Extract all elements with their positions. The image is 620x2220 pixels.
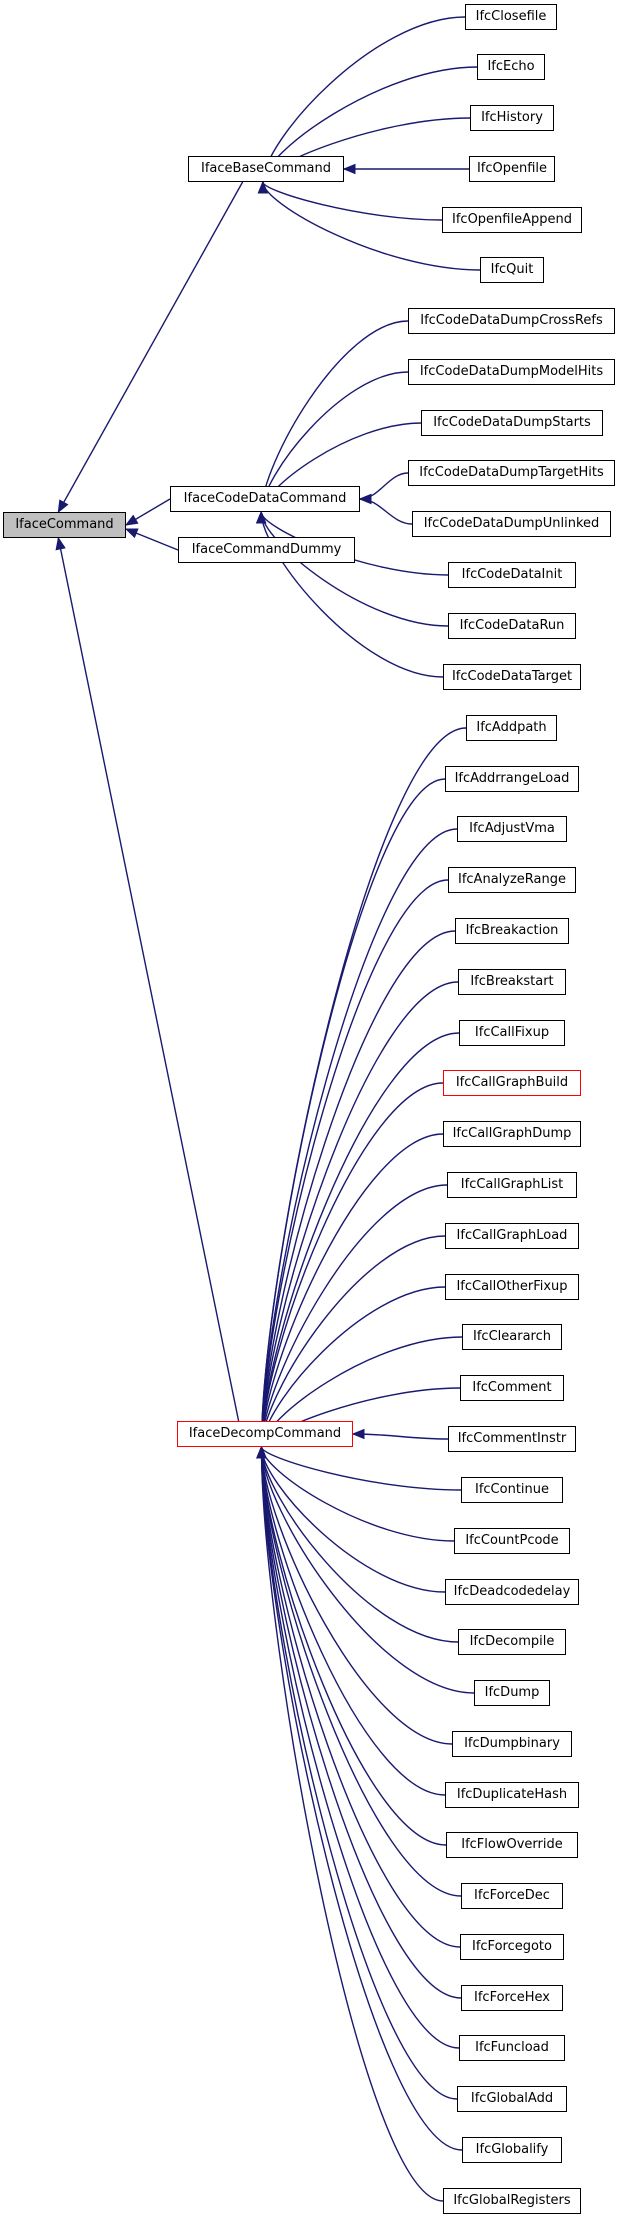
edge-ifc-code-data-dump-unlinked-arrowhead bbox=[358, 493, 372, 505]
node-ifc-breakstart[interactable]: IfcBreakstart bbox=[458, 969, 566, 995]
edge-iface-command-dummy-arrowhead bbox=[124, 528, 139, 539]
node-ifc-deadcodedelay[interactable]: IfcDeadcodedelay bbox=[445, 1579, 579, 1605]
edge-ifc-comment-instr-arrowhead bbox=[351, 1428, 365, 1440]
edge-ifc-continue bbox=[260, 1446, 462, 1491]
node-ifc-quit[interactable]: IfcQuit bbox=[480, 257, 544, 283]
edge-ifc-call-graph-list bbox=[260, 1184, 448, 1448]
edge-iface-code-data-command-arrowhead bbox=[124, 514, 139, 526]
edge-ifc-code-data-dump-unlinked bbox=[359, 498, 413, 525]
edge-iface-base-command-arrowhead bbox=[57, 499, 69, 514]
edge-ifc-call-graph-build bbox=[260, 1082, 444, 1448]
edge-ifc-forcegoto bbox=[260, 1446, 461, 1948]
edge-ifc-openfile-append bbox=[262, 181, 443, 221]
edge-ifc-decompile bbox=[260, 1446, 459, 1643]
edge-ifc-funcload bbox=[260, 1446, 460, 2049]
edge-iface-base-command bbox=[57, 181, 244, 513]
node-ifc-funcload[interactable]: IfcFuncload bbox=[459, 2035, 565, 2061]
node-ifc-adjust-vma[interactable]: IfcAdjustVma bbox=[457, 816, 567, 842]
node-ifc-global-registers[interactable]: IfcGlobalRegisters bbox=[443, 2188, 581, 2214]
edge-ifc-quit bbox=[262, 181, 481, 271]
node-ifc-dump[interactable]: IfcDump bbox=[474, 1680, 550, 1706]
node-ifc-code-data-dump-unlinked[interactable]: IfcCodeDataDumpUnlinked bbox=[412, 511, 611, 537]
node-ifc-breakaction[interactable]: IfcBreakaction bbox=[455, 918, 569, 944]
node-ifc-code-data-run[interactable]: IfcCodeDataRun bbox=[448, 613, 576, 639]
node-ifc-dumpbinary[interactable]: IfcDumpbinary bbox=[452, 1731, 572, 1757]
node-ifc-comment-instr[interactable]: IfcCommentInstr bbox=[448, 1426, 576, 1452]
edge-ifc-code-data-target bbox=[260, 511, 444, 678]
edge-ifc-code-data-dump-target-hits bbox=[359, 472, 409, 500]
edge-ifc-breakstart bbox=[260, 981, 459, 1448]
node-ifc-global-add[interactable]: IfcGlobalAdd bbox=[457, 2086, 567, 2112]
node-ifc-force-dec[interactable]: IfcForceDec bbox=[461, 1883, 563, 1909]
node-ifc-addrrange-load[interactable]: IfcAddrrangeLoad bbox=[445, 766, 579, 792]
node-iface-decomp-command[interactable]: IfaceDecompCommand bbox=[177, 1421, 353, 1447]
node-ifc-analyze-range[interactable]: IfcAnalyzeRange bbox=[448, 867, 576, 893]
node-iface-command-dummy[interactable]: IfaceCommandDummy bbox=[178, 537, 355, 563]
edge-ifc-analyze-range bbox=[260, 879, 449, 1448]
edge-ifc-deadcodedelay bbox=[260, 1446, 446, 1593]
node-ifc-closefile[interactable]: IfcClosefile bbox=[465, 4, 557, 30]
edge-ifc-breakaction bbox=[260, 930, 456, 1448]
node-ifc-cleararch[interactable]: IfcCleararch bbox=[462, 1324, 562, 1350]
edge-ifc-globalify bbox=[260, 1446, 463, 2151]
edge-ifc-addrrange-load bbox=[260, 778, 446, 1448]
node-ifc-call-graph-load[interactable]: IfcCallGraphLoad bbox=[445, 1223, 579, 1249]
edge-ifc-openfile-arrowhead bbox=[342, 163, 356, 175]
edge-ifc-dumpbinary bbox=[260, 1446, 453, 1745]
node-ifc-history[interactable]: IfcHistory bbox=[470, 105, 554, 131]
node-ifc-force-hex[interactable]: IfcForceHex bbox=[461, 1985, 563, 2011]
node-ifc-comment[interactable]: IfcComment bbox=[460, 1375, 564, 1401]
node-ifc-call-graph-dump[interactable]: IfcCallGraphDump bbox=[443, 1121, 581, 1147]
node-ifc-openfile[interactable]: IfcOpenfile bbox=[469, 156, 555, 182]
edge-ifc-force-dec bbox=[260, 1446, 462, 1897]
node-ifc-addpath[interactable]: IfcAddpath bbox=[466, 715, 557, 741]
node-ifc-echo[interactable]: IfcEcho bbox=[477, 54, 545, 80]
edge-iface-decomp-command-arrowhead bbox=[55, 536, 66, 551]
node-ifc-globalify[interactable]: IfcGlobalify bbox=[462, 2137, 562, 2163]
node-ifc-code-data-init[interactable]: IfcCodeDataInit bbox=[448, 562, 576, 588]
edge-ifc-global-add bbox=[260, 1446, 458, 2100]
node-ifc-call-fixup[interactable]: IfcCallFixup bbox=[459, 1020, 565, 1046]
node-ifc-code-data-dump-starts[interactable]: IfcCodeDataDumpStarts bbox=[421, 410, 603, 436]
edge-ifc-comment-instr bbox=[352, 1433, 449, 1440]
node-iface-code-data-command[interactable]: IfaceCodeDataCommand bbox=[170, 486, 360, 512]
node-iface-base-command[interactable]: IfaceBaseCommand bbox=[188, 156, 344, 182]
node-ifc-call-other-fixup[interactable]: IfcCallOtherFixup bbox=[445, 1274, 579, 1300]
edge-ifc-adjust-vma bbox=[260, 828, 458, 1448]
node-ifc-code-data-dump-model-hits[interactable]: IfcCodeDataDumpModelHits bbox=[408, 359, 615, 385]
edge-ifc-global-registers bbox=[260, 1446, 444, 2202]
edge-ifc-global-registers-arrowhead bbox=[256, 1445, 267, 1459]
edge-ifc-call-graph-dump bbox=[260, 1133, 444, 1448]
edge-ifc-quit-arrowhead bbox=[257, 180, 269, 194]
node-ifc-call-graph-list[interactable]: IfcCallGraphList bbox=[447, 1172, 577, 1198]
edge-iface-decomp-command bbox=[57, 537, 240, 1422]
node-ifc-count-pcode[interactable]: IfcCountPcode bbox=[454, 1528, 570, 1554]
edge-ifc-force-hex bbox=[260, 1446, 462, 1999]
node-ifc-duplicate-hash[interactable]: IfcDuplicateHash bbox=[445, 1782, 579, 1808]
node-ifc-openfile-append[interactable]: IfcOpenfileAppend bbox=[442, 207, 582, 233]
node-ifc-forcegoto[interactable]: IfcForcegoto bbox=[460, 1934, 564, 1960]
edge-ifc-flow-override bbox=[260, 1446, 447, 1846]
node-ifc-decompile[interactable]: IfcDecompile bbox=[458, 1629, 566, 1655]
edge-ifc-duplicate-hash bbox=[260, 1446, 446, 1796]
edge-ifc-code-data-target-arrowhead bbox=[255, 510, 267, 524]
node-ifc-continue[interactable]: IfcContinue bbox=[461, 1477, 563, 1503]
edge-ifc-dump bbox=[260, 1446, 475, 1694]
node-ifc-flow-override[interactable]: IfcFlowOverride bbox=[446, 1832, 578, 1858]
node-ifc-code-data-dump-cross-refs[interactable]: IfcCodeDataDumpCrossRefs bbox=[408, 308, 615, 334]
node-ifc-call-graph-build[interactable]: IfcCallGraphBuild bbox=[443, 1070, 581, 1096]
node-ifc-code-data-target[interactable]: IfcCodeDataTarget bbox=[443, 664, 581, 690]
node-ifc-code-data-dump-target-hits[interactable]: IfcCodeDataDumpTargetHits bbox=[408, 460, 615, 486]
edge-ifc-count-pcode bbox=[260, 1446, 455, 1542]
node-iface-command: IfaceCommand bbox=[3, 512, 126, 538]
edge-ifc-code-data-run bbox=[260, 511, 449, 627]
